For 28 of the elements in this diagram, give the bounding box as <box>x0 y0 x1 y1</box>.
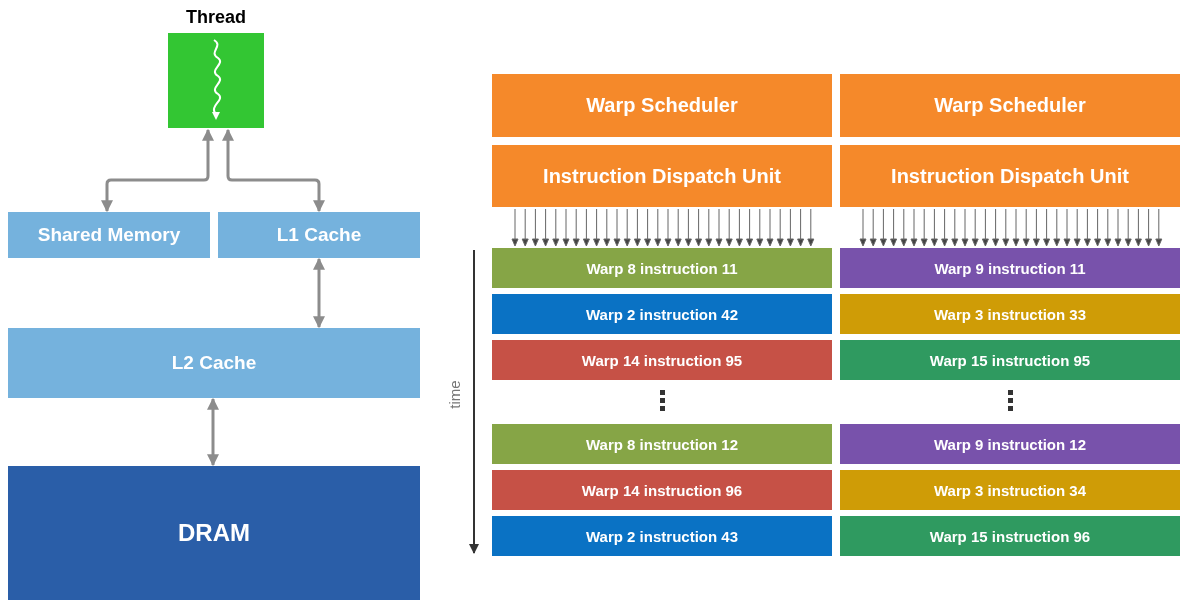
axis-label: time <box>445 380 463 409</box>
scheduler-box: Warp Scheduler <box>840 74 1180 137</box>
cache-box: L1 Cache <box>218 212 420 258</box>
arrow <box>101 128 214 213</box>
instruction-row: Warp 3 instruction 33 <box>840 294 1180 334</box>
instruction-row: Warp 9 instruction 11 <box>840 248 1180 288</box>
instruction-row: Warp 8 instruction 11 <box>492 248 832 288</box>
dispatch-arrows <box>859 208 1163 247</box>
cache-box: L2 Cache <box>8 328 420 398</box>
instruction-row: Warp 3 instruction 34 <box>840 470 1180 510</box>
instruction-row: Warp 14 instruction 96 <box>492 470 832 510</box>
node-heading: Thread <box>186 6 246 28</box>
instruction-row: Warp 15 instruction 95 <box>840 340 1180 380</box>
dispatch-unit-box: Instruction Dispatch Unit <box>840 145 1180 207</box>
arrow <box>222 128 325 213</box>
memory-box: DRAM <box>8 466 420 600</box>
arrow <box>207 397 219 467</box>
instruction-row: Warp 2 instruction 42 <box>492 294 832 334</box>
instruction-row: Warp 15 instruction 96 <box>840 516 1180 556</box>
instruction-row: Warp 2 instruction 43 <box>492 516 832 556</box>
instruction-row: Warp 8 instruction 12 <box>492 424 832 464</box>
scheduler-box: Warp Scheduler <box>492 74 832 137</box>
dispatch-unit-box: Instruction Dispatch Unit <box>492 145 832 207</box>
arrow <box>313 257 325 329</box>
instruction-row: Warp 14 instruction 95 <box>492 340 832 380</box>
memory-box: Shared Memory <box>8 212 210 258</box>
instruction-row: Warp 9 instruction 12 <box>840 424 1180 464</box>
dispatch-arrows <box>511 208 815 247</box>
